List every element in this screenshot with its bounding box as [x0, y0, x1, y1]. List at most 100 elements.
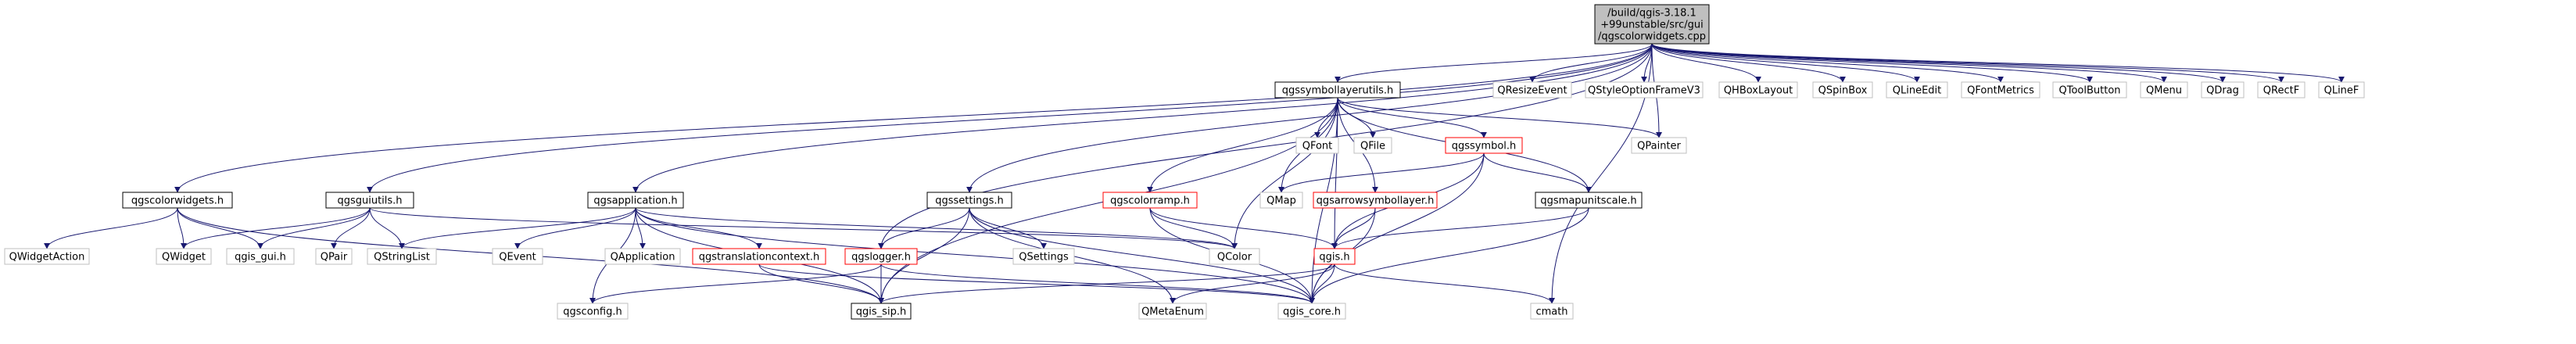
- node-label: QSettings: [1019, 252, 1069, 263]
- node-label: qgis_sip.h: [856, 306, 906, 318]
- edge-root-to-qlinef: [1651, 43, 2345, 83]
- edge-qgsguiutils-h-to-qpair: [331, 207, 371, 249]
- edge-qgis-h-to-cmath: [1334, 263, 1555, 304]
- node-qlineedit: QLineEdit: [1886, 81, 1948, 99]
- edge-root-to-qlineedit: [1651, 43, 1920, 83]
- node-label: QApplication: [611, 252, 675, 263]
- node-qgsconfig-h: qgsconfig.h: [557, 303, 629, 320]
- node-qgssettings-h[interactable]: qgssettings.h: [926, 192, 1012, 209]
- edge-root-to-qspinbox: [1651, 43, 1846, 83]
- node-label: QPair: [321, 252, 348, 263]
- node-qgis-gui-h: qgis_gui.h: [226, 248, 295, 265]
- node-label: QStringList: [374, 252, 430, 263]
- edge-qgsarrowsymbollayer-h-to-qgis-h: [1331, 207, 1376, 249]
- node-label: qgsconfig.h: [563, 306, 622, 318]
- node-qmenu: QMenu: [2140, 81, 2188, 99]
- node-qgsapplication-h[interactable]: qgsapplication.h: [587, 192, 684, 209]
- edge-root-to-qdrag: [1651, 43, 2226, 83]
- node-qhboxlayout: QHBoxLayout: [1718, 81, 1798, 99]
- edge-qgsapplication-h-to-qgis-core-h: [635, 207, 1315, 304]
- node-label: QStyleOptionFrameV3: [1588, 85, 1700, 97]
- node-label: QFile: [1360, 141, 1385, 152]
- node-qgis-h[interactable]: qgis.h: [1313, 248, 1356, 265]
- edge-qgssymbol-h-to-qgsmapunitscale-h: [1483, 152, 1592, 193]
- node-label: /build/qgis-3.18.1: [1607, 8, 1696, 20]
- node-root[interactable]: /build/qgis-3.18.1+99unstable/src/gui/qg…: [1594, 4, 1710, 45]
- node-label: /qgscolorwidgets.cpp: [1598, 31, 1706, 43]
- edge-qgis-h-to-qgis-sip-h: [878, 263, 1335, 304]
- node-qgstranslationcontext-h[interactable]: qgstranslationcontext.h: [692, 248, 826, 265]
- node-cmath: cmath: [1530, 303, 1574, 320]
- edge-qgssettings-h-to-qgis-core-h: [969, 207, 1315, 304]
- edge-qgslogger-h-to-qgsconfig-h: [589, 263, 882, 304]
- node-label: QLineF: [2324, 85, 2359, 97]
- node-qfont: QFont: [1295, 137, 1339, 154]
- edge-root-to-qtoolbutton: [1651, 43, 2093, 83]
- edge-qgslogger-h-to-qgis-core-h: [880, 263, 1315, 304]
- node-label: QToolButton: [2058, 85, 2120, 97]
- node-label: qgsmapunitscale.h: [1540, 195, 1636, 207]
- edge-qgsapplication-h-to-qevent: [514, 207, 636, 249]
- edge-qgscolorramp-h-to-qcolor: [1149, 207, 1238, 249]
- node-qwidget: QWidget: [156, 248, 212, 265]
- edge-qgsmapunitscale-h-to-qgis-core-h: [1309, 207, 1589, 304]
- node-qgis-core-h: qgis_core.h: [1277, 303, 1346, 320]
- node-qgsmapunitscale-h[interactable]: qgsmapunitscale.h: [1535, 192, 1643, 209]
- node-label: QSpinBox: [1818, 85, 1868, 97]
- node-label: QLineEdit: [1893, 85, 1942, 97]
- node-qsettings: QSettings: [1012, 248, 1075, 265]
- node-qfontmetrics: QFontMetrics: [1961, 81, 2040, 99]
- node-qdrag: QDrag: [2201, 81, 2245, 99]
- edge-qgis-h-to-qmetaenum: [1170, 263, 1335, 304]
- node-label: QWidget: [162, 252, 206, 263]
- node-label: qgis_core.h: [1283, 306, 1341, 318]
- node-qgssymbollayerutils-h[interactable]: qgssymbollayerutils.h: [1274, 81, 1401, 99]
- node-label: qgscolorramp.h: [1110, 195, 1190, 207]
- node-qcolor: QColor: [1209, 248, 1260, 265]
- edge-qgssymbollayerutils-h-to-qgis-h: [1331, 97, 1338, 249]
- node-qgsguiutils-h[interactable]: qgsguiutils.h: [325, 192, 414, 209]
- edge-qgssymbollayerutils-h-to-qcolor: [1231, 97, 1338, 249]
- node-label: QMenu: [2146, 85, 2182, 97]
- edge-qgssymbollayerutils-h-to-qpainter: [1337, 97, 1662, 138]
- node-qmetaenum: QMetaEnum: [1138, 303, 1207, 320]
- edge-root-to-qgslogger-h: [878, 43, 1653, 249]
- node-qapplication: QApplication: [604, 248, 681, 265]
- edge-qgssymbol-h-to-qmap: [1278, 152, 1485, 193]
- node-label: QWidgetAction: [9, 252, 85, 263]
- edge-root-to-qgssymbollayerutils-h: [1335, 43, 1653, 83]
- node-qstringlist: QStringList: [367, 248, 437, 265]
- edge-qgscolorramp-h-to-qgis-h: [1149, 207, 1338, 249]
- node-label: QPainter: [1637, 141, 1681, 152]
- node-label: QDrag: [2206, 85, 2239, 97]
- edge-qgis-h-to-qgis-core-h: [1309, 263, 1335, 304]
- node-label: qgslogger.h: [851, 252, 911, 263]
- node-label: QFont: [1302, 141, 1333, 152]
- edge-root-to-qresizeevent: [1529, 43, 1653, 83]
- node-qtoolbutton: QToolButton: [2052, 81, 2127, 99]
- edge-qgsguiutils-h-to-qcolor: [369, 207, 1238, 249]
- edge-qgscolorwidgets-h-to-qgis-gui-h: [177, 207, 263, 249]
- node-label: +99unstable/src/gui: [1600, 20, 1703, 31]
- node-qgssymbol-h[interactable]: qgssymbol.h: [1445, 137, 1523, 154]
- node-qrectf: QRectF: [2257, 81, 2306, 99]
- edge-qgssymbollayerutils-h-to-qgssymbol-h: [1337, 97, 1487, 138]
- edge-qgsguiutils-h-to-qgis-gui-h: [257, 207, 371, 249]
- node-qstyleoptionframev3: QStyleOptionFrameV3: [1585, 81, 1704, 99]
- node-qgscolorramp-h[interactable]: qgscolorramp.h: [1102, 192, 1198, 209]
- node-label: qgstranslationcontext.h: [699, 252, 820, 263]
- edge-root-to-qmenu: [1651, 43, 2167, 83]
- edge-root-to-qgssettings-h: [966, 43, 1653, 193]
- node-qevent: QEvent: [492, 248, 543, 265]
- node-label: qgsapplication.h: [593, 195, 677, 207]
- node-qspinbox: QSpinBox: [1812, 81, 1873, 99]
- node-qgsarrowsymbollayer-h[interactable]: qgsarrowsymbollayer.h: [1313, 192, 1438, 209]
- nodes-layer: /build/qgis-3.18.1+99unstable/src/gui/qg…: [4, 4, 2365, 320]
- node-qgis-sip-h[interactable]: qgis_sip.h: [851, 303, 912, 320]
- node-qgscolorwidgets-h[interactable]: qgscolorwidgets.h: [122, 192, 233, 209]
- edge-root-to-qgsapplication-h: [632, 43, 1653, 193]
- node-label: qgssymbollayerutils.h: [1282, 85, 1394, 97]
- edge-qgstranslationcontext-h-to-qgis-core-h: [758, 263, 1315, 304]
- node-qgslogger-h[interactable]: qgslogger.h: [844, 248, 918, 265]
